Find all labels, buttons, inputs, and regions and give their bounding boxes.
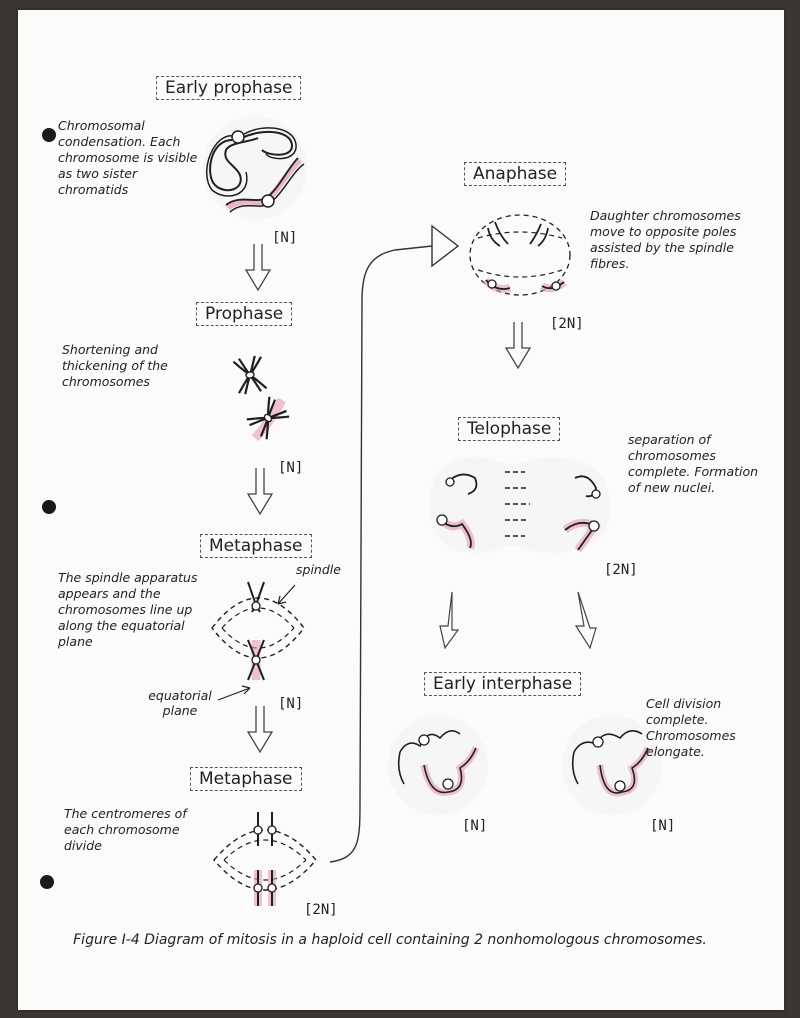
ploidy-anaphase: [2N] [550,316,584,332]
metaphase-1-title: Metaphase [200,534,312,558]
telophase-title: Telophase [458,417,561,441]
arrow-right-icon [431,224,460,268]
ploidy-interphase-left: [N] [462,818,488,834]
interphase-left-cell [388,715,488,815]
spindle-label: spindle [296,562,341,577]
interphase-right-cell [562,715,662,815]
punch-hole [42,500,56,514]
anaphase-note: Daughter chromosomes move to opposite po… [590,208,741,271]
prophase-chromosomes [231,353,292,442]
paper-sheet [18,10,784,1010]
figure-caption: Figure I-4 Diagram of mitosis in a haplo… [73,932,707,948]
metaphase-1-note: The spindle apparatus appears and the ch… [58,570,198,649]
early-prophase-cell [203,116,307,220]
equatorial-plane-label: equatorial plane [148,688,212,718]
prophase-note: Shortening and thickening of the chromos… [62,342,168,389]
ploidy-telophase: [2N] [604,562,638,578]
early-interphase-note: Cell division complete. Chromosomes elon… [646,696,736,759]
arrow-down-icon [505,321,531,369]
metaphase-2-note: The centromeres of each chromosome divid… [64,806,187,853]
early-prophase-title: Early prophase [156,76,302,100]
arrow-down-icon [247,467,273,515]
punch-hole [40,875,54,889]
telophase-note: separation of chromosomes complete. Form… [628,432,759,495]
ploidy-interphase-right: [N] [650,818,676,834]
ploidy-prophase: [N] [278,460,304,476]
early-interphase-title: Early interphase [424,672,582,696]
anaphase-cell [469,214,571,296]
connector-arrow [329,245,433,863]
metaphase-1-spindle [211,581,305,701]
ploidy-early-prophase: [N] [272,230,298,246]
arrow-down-icon [245,243,271,291]
metaphase-2-spindle [213,812,317,906]
anaphase-title: Anaphase [464,162,567,186]
telophase-cell [430,456,610,554]
punch-hole [42,128,56,142]
prophase-title: Prophase [196,302,293,326]
early-prophase-note: Chromosomal condensation. Each chromosom… [58,118,198,197]
metaphase-2-title: Metaphase [190,767,302,791]
arrow-down-icon [247,705,273,753]
ploidy-metaphase-1: [N] [278,696,304,712]
ploidy-metaphase-2: [2N] [304,902,338,918]
arrow-down-right-icon [574,591,597,650]
arrow-down-left-icon [439,591,460,650]
